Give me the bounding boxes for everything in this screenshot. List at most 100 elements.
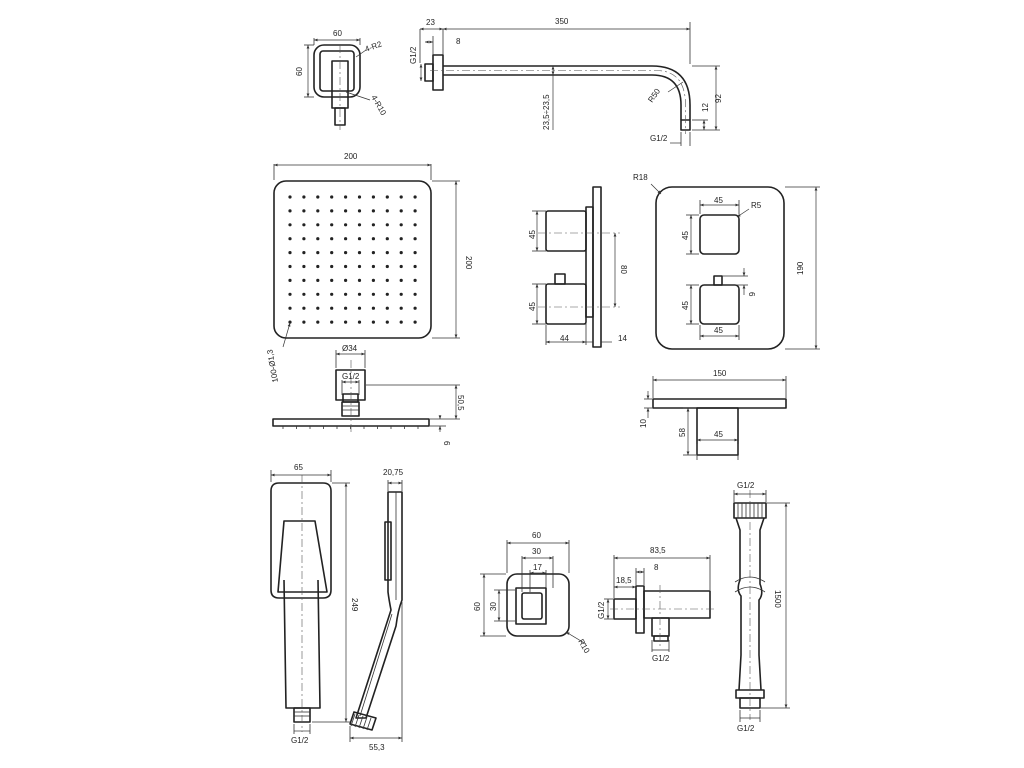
nozzle-dot bbox=[385, 195, 389, 199]
nozzle-dot bbox=[344, 195, 348, 199]
nozzle-dot bbox=[371, 278, 375, 282]
dim-arm-92: 92 bbox=[714, 94, 723, 103]
nozzle-dot bbox=[302, 223, 306, 227]
nozzle-dot bbox=[316, 278, 320, 282]
shower-arm-view: 23 350 8 G1/2 R50 23,5÷23,5 12 92 G1/2 bbox=[409, 17, 723, 146]
nozzle-dot bbox=[399, 264, 403, 269]
dim-plate-6: 6 bbox=[747, 292, 756, 297]
hand-shower-side: 20,75 55,3 bbox=[349, 468, 404, 752]
nozzle-dot bbox=[357, 292, 362, 296]
dim-outlet-60h: 60 bbox=[473, 602, 482, 611]
wall-outlet-side: 83,5 8 18,5 G1/2 G1/2 bbox=[597, 546, 715, 663]
dim-head-505: 50,5 bbox=[456, 395, 465, 411]
dim-top-150: 150 bbox=[713, 369, 727, 378]
nozzle-dot bbox=[330, 264, 334, 269]
nozzle-dot bbox=[330, 292, 334, 296]
dim-outlet-30w: 30 bbox=[532, 547, 541, 556]
nozzle-grid bbox=[288, 195, 417, 324]
dim-hand-249: 249 bbox=[350, 598, 359, 612]
wall-outlet-front: 60 30 17 60 30 R10 bbox=[473, 531, 592, 655]
dim-hose-g12-top: G1/2 bbox=[737, 481, 755, 490]
dim-hand-65: 65 bbox=[294, 463, 303, 472]
dim-plate-r5: R5 bbox=[751, 201, 762, 210]
nozzle-dot bbox=[316, 237, 320, 241]
nozzle-dot bbox=[357, 237, 362, 241]
nozzle-dot bbox=[371, 306, 375, 310]
nozzle-dot bbox=[316, 223, 320, 227]
nozzle-dot bbox=[357, 195, 362, 199]
nozzle-dot bbox=[371, 264, 375, 269]
nozzle-dot bbox=[288, 251, 292, 255]
nozzle-dot bbox=[330, 278, 334, 282]
nozzle-dot bbox=[288, 264, 292, 269]
nozzle-dot bbox=[371, 320, 375, 324]
dim-mixer-14: 14 bbox=[618, 334, 627, 343]
nozzle-dot bbox=[330, 209, 334, 213]
dim-plate-45l1: 45 bbox=[681, 231, 690, 240]
nozzle-dot bbox=[330, 251, 334, 255]
nozzle-dot bbox=[399, 195, 403, 199]
nozzle-dot bbox=[413, 292, 417, 296]
dim-side-553: 55,3 bbox=[369, 743, 385, 752]
dim-mixer-45b: 45 bbox=[528, 302, 537, 311]
nozzle-dot bbox=[344, 251, 348, 255]
nozzle-dot bbox=[302, 278, 306, 282]
nozzle-dot bbox=[344, 264, 348, 269]
nozzle-dot bbox=[385, 264, 389, 269]
nozzle-dot bbox=[371, 237, 375, 241]
dim-outlet-17: 17 bbox=[533, 563, 542, 572]
nozzle-dot bbox=[344, 306, 348, 310]
dim-arm-g12-bot: G1/2 bbox=[650, 134, 668, 143]
nozzle-dot bbox=[316, 292, 320, 296]
nozzle-dot bbox=[399, 278, 403, 282]
nozzle-dot bbox=[344, 320, 348, 324]
shower-head-view: 200 200 100-Ø1,3 Ø34 G1/2 50,5 6 bbox=[265, 152, 473, 446]
nozzle-dot bbox=[344, 209, 348, 213]
nozzle-dot bbox=[288, 209, 292, 213]
flange-view: 60 60 4-R2 4-R10 bbox=[295, 29, 388, 130]
mixer-top-view: 150 10 58 45 bbox=[639, 369, 787, 460]
nozzle-dot bbox=[316, 306, 320, 310]
nozzle-dot bbox=[357, 223, 362, 227]
nozzle-dot bbox=[399, 237, 403, 241]
nozzle-dot bbox=[371, 195, 375, 199]
nozzle-dot bbox=[288, 278, 292, 282]
nozzle-dot bbox=[302, 209, 306, 213]
nozzle-dot bbox=[288, 292, 292, 296]
nozzle-dot bbox=[288, 320, 292, 324]
nozzle-dot bbox=[344, 223, 348, 227]
nozzle-dot bbox=[399, 251, 403, 255]
nozzle-dot bbox=[316, 264, 320, 269]
nozzle-dot bbox=[288, 237, 292, 241]
dim-plate-45top: 45 bbox=[714, 196, 723, 205]
nozzle-dot bbox=[399, 223, 403, 227]
dim-mixer-80: 80 bbox=[619, 265, 628, 274]
nozzle-dot bbox=[302, 320, 306, 324]
dim-arm-12: 12 bbox=[701, 103, 710, 112]
nozzle-dot bbox=[316, 251, 320, 255]
dim-hand-g12: G1/2 bbox=[291, 736, 309, 745]
nozzle-dot bbox=[385, 320, 389, 324]
nozzle-dot bbox=[302, 306, 306, 310]
nozzle-dot bbox=[385, 306, 389, 310]
dim-side-2075: 20,75 bbox=[383, 468, 404, 477]
nozzle-dot bbox=[330, 195, 334, 199]
nozzle-dot bbox=[413, 320, 417, 324]
dim-arm-235: 23,5÷23,5 bbox=[542, 94, 551, 130]
nozzle-dot bbox=[330, 237, 334, 241]
dim-head-6: 6 bbox=[442, 441, 451, 446]
dim-top-58: 58 bbox=[678, 428, 687, 437]
dim-arm-r50: R50 bbox=[646, 87, 662, 105]
nozzle-dot bbox=[330, 306, 334, 310]
dim-mixer-44: 44 bbox=[560, 334, 569, 343]
dim-side-8: 8 bbox=[654, 563, 659, 572]
nozzle-dot bbox=[413, 195, 417, 199]
dim-flange-60h: 60 bbox=[295, 67, 304, 76]
nozzle-dot bbox=[288, 306, 292, 310]
nozzle-dot bbox=[385, 251, 389, 255]
dim-flange-r10: 4-R10 bbox=[369, 94, 388, 118]
dim-side-g12l: G1/2 bbox=[597, 601, 606, 619]
dim-flange-60w: 60 bbox=[333, 29, 342, 38]
dim-hose-1500: 1500 bbox=[773, 590, 782, 608]
nozzle-dot bbox=[413, 209, 417, 213]
